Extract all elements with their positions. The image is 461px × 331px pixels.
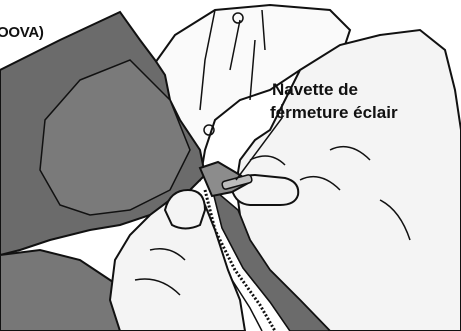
callout-label-line2: fermeture éclair [270,103,398,123]
left-thumb [165,190,205,229]
corner-label-fragment: OOVA) [0,24,44,41]
callout-label-line1: Navette de [272,80,358,100]
